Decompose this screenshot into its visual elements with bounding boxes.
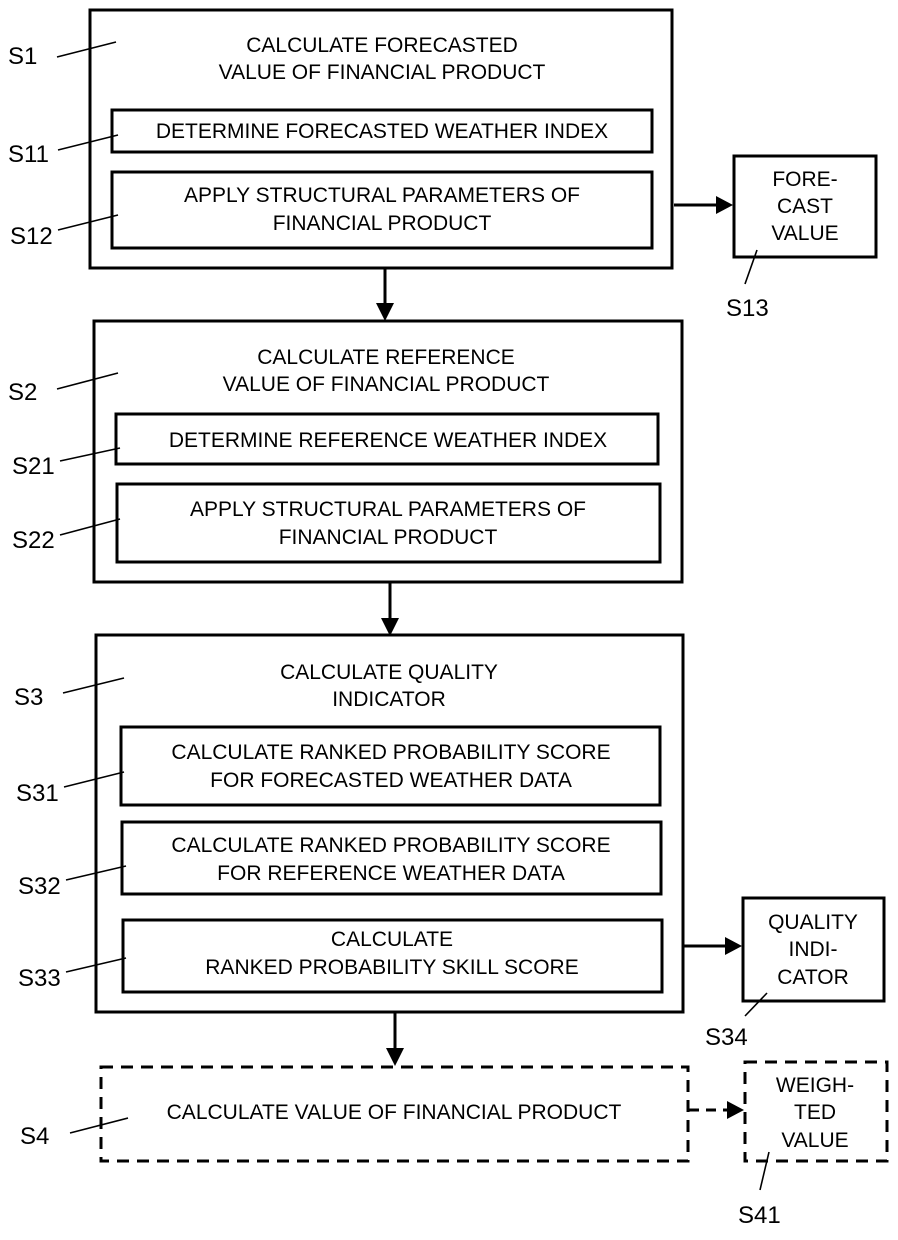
step-s4-box: [99, 1065, 690, 1163]
step-s33-box: [121, 918, 664, 994]
output-s13-line-1: FORE-: [772, 168, 837, 191]
ref-label-s12: S12: [10, 223, 53, 250]
arrowhead-s4-to-s41: [727, 1101, 744, 1119]
step-s32-text-line-1: CALCULATE RANKED PROBABILITY SCORE: [171, 834, 610, 857]
step-s1-title-line-1: CALCULATE FORECASTED: [246, 34, 518, 57]
output-s41-box: [743, 1060, 889, 1163]
step-s22-text-line-2: FINANCIAL PRODUCT: [279, 526, 498, 549]
step-s22-text-line-1: APPLY STRUCTURAL PARAMETERS OF: [190, 498, 586, 521]
step-s1-title-line-2: VALUE OF FINANCIAL PRODUCT: [219, 61, 546, 84]
step-s12-box: [110, 170, 654, 250]
ref-label-s22: S22: [12, 527, 55, 554]
leader-line-s12: [57, 214, 119, 231]
output-s41-line-3: VALUE: [781, 1129, 848, 1152]
step-s12-text-line-1: APPLY STRUCTURAL PARAMETERS OF: [184, 184, 580, 207]
step-s31-text-line-2: FOR FORECASTED WEATHER DATA: [210, 769, 572, 792]
output-s34-line-2: INDI-: [789, 938, 838, 961]
leader-line-s2: [56, 372, 119, 390]
step-s32-box: [120, 820, 663, 896]
output-s13-line-3: VALUE: [771, 222, 838, 245]
ref-label-s3: S3: [14, 684, 43, 711]
output-s41-line-2: TED: [794, 1101, 836, 1124]
step-s2-title-line-1: CALCULATE REFERENCE: [257, 346, 515, 369]
leader-line-s33: [65, 957, 127, 973]
step-s33-text-line-1: CALCULATE: [331, 928, 453, 951]
arrowhead-s3-to-s4: [386, 1048, 404, 1066]
step-s12-text-line-2: FINANCIAL PRODUCT: [273, 212, 492, 235]
step-s11-text: DETERMINE FORECASTED WEATHER INDEX: [156, 120, 608, 143]
step-s21-text: DETERMINE REFERENCE WEATHER INDEX: [169, 429, 607, 452]
step-s31-box: [119, 725, 662, 807]
ref-label-s41: S41: [738, 1202, 781, 1229]
arrowhead-s1-to-s2: [376, 303, 394, 321]
leader-line-s22: [59, 518, 121, 536]
step-s11-box: [110, 108, 654, 154]
leader-line-s31: [63, 771, 125, 788]
output-s34-line-1: QUALITY: [768, 911, 858, 934]
step-s22-box: [115, 482, 662, 564]
leader-line-s1: [56, 41, 117, 58]
leader-line-s3: [62, 677, 125, 694]
leader-line-s21: [59, 447, 121, 462]
ref-label-s1: S1: [8, 43, 37, 70]
ref-label-s4: S4: [20, 1123, 49, 1150]
ref-label-s32: S32: [18, 873, 61, 900]
leader-line-s34: [744, 992, 768, 1017]
arrowhead-s3-to-s34: [725, 937, 742, 955]
ref-label-s13: S13: [726, 295, 769, 322]
ref-label-s34: S34: [705, 1024, 748, 1051]
arrowhead-s2-to-s3: [381, 618, 399, 636]
arrowhead-s1-to-s13: [716, 196, 733, 214]
step-s4-text: CALCULATE VALUE OF FINANCIAL PRODUCT: [167, 1101, 622, 1124]
step-s3-title-line-2: INDICATOR: [332, 688, 446, 711]
step-s33-text-line-2: RANKED PROBABILITY SKILL SCORE: [205, 956, 578, 979]
ref-label-s21: S21: [12, 453, 55, 480]
leader-line-s13: [744, 249, 758, 285]
leader-line-s11: [57, 134, 119, 151]
output-s41-line-1: WEIGH-: [776, 1074, 854, 1097]
step-s21-box: [114, 412, 660, 466]
leader-line-s32: [65, 865, 127, 881]
ref-label-s11: S11: [8, 141, 49, 168]
step-s2-title-line-2: VALUE OF FINANCIAL PRODUCT: [223, 373, 550, 396]
step-s31-text-line-1: CALCULATE RANKED PROBABILITY SCORE: [171, 741, 610, 764]
ref-label-s31: S31: [16, 780, 59, 807]
step-s3-title-line-1: CALCULATE QUALITY: [280, 661, 498, 684]
output-s13-line-2: CAST: [777, 195, 833, 218]
leader-line-s41: [759, 1151, 770, 1191]
step-s32-text-line-2: FOR REFERENCE WEATHER DATA: [217, 862, 565, 885]
output-s34-box: [741, 896, 886, 1003]
output-s13-box: [732, 154, 878, 259]
output-s34-line-3: CATOR: [777, 966, 849, 989]
leader-line-s4: [69, 1117, 129, 1134]
ref-label-s2: S2: [8, 379, 37, 406]
ref-label-s33: S33: [18, 965, 61, 992]
